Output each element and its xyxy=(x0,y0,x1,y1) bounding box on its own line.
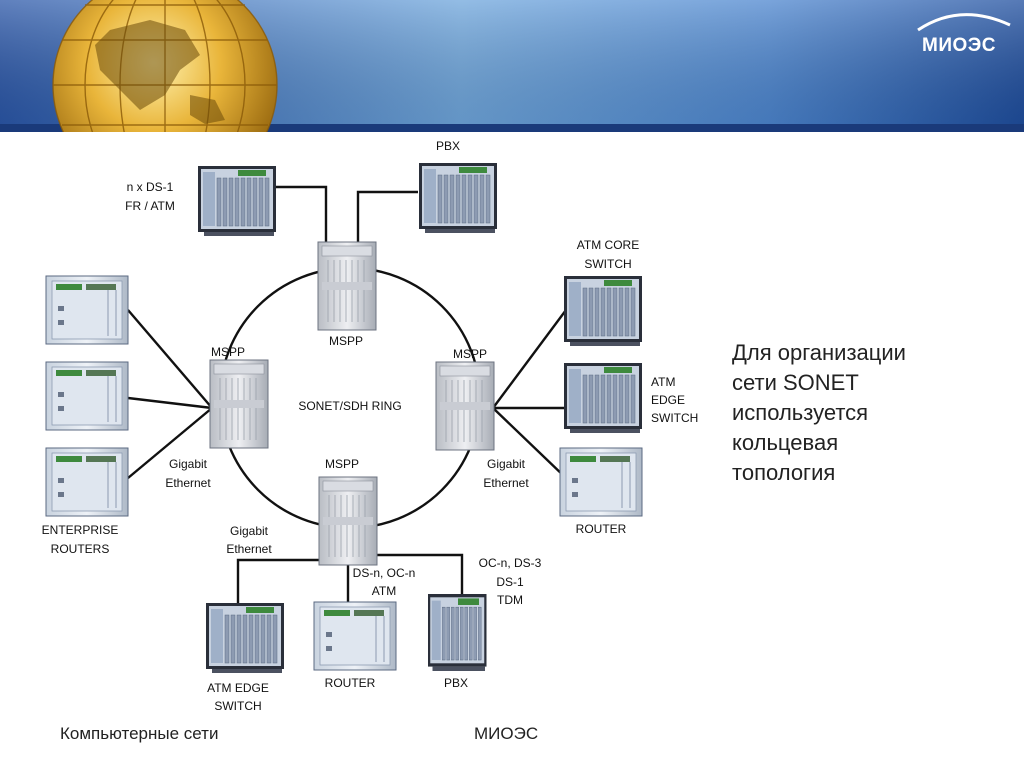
enterprise-router-3 xyxy=(45,447,129,517)
atm-edge-right-label-line3: SWITCH xyxy=(651,411,698,425)
enterprise-router-2 xyxy=(45,361,129,431)
mspp-node-right xyxy=(435,361,495,451)
atm-edge-right-label-line1: ATM xyxy=(651,375,675,389)
enterprise-label-line1: ENTERPRISE xyxy=(42,523,119,537)
enterprise-router-1 xyxy=(45,275,129,345)
dsn-label-line2: ATM xyxy=(372,584,396,598)
footer-course-title: Компьютерные сети xyxy=(60,724,219,743)
atm-edge-bottom-label-line2: SWITCH xyxy=(214,699,261,713)
header-graphic xyxy=(0,0,1024,132)
description-line: Для организации xyxy=(732,340,906,365)
mspp-node-top xyxy=(317,241,377,331)
ds1-switch-device xyxy=(197,165,277,237)
header-banner: МИОЭС xyxy=(0,0,1024,132)
atm-edge-bottom-label-line1: ATM EDGE xyxy=(207,681,269,695)
mspp-bottom-label: MSPP xyxy=(325,457,359,471)
brand-arc-icon xyxy=(917,13,1011,32)
topology-description: Для организации сети SONET используется … xyxy=(732,338,992,488)
router-bottom-label: ROUTER xyxy=(325,676,376,690)
ocn-label-line1: OC-n, DS-3 xyxy=(479,556,542,570)
gige-right-line2: Ethernet xyxy=(483,476,529,490)
connection-lines xyxy=(127,185,567,604)
router-bottom-device xyxy=(313,601,397,671)
description-line: кольцевая xyxy=(732,430,839,455)
router-right-device xyxy=(559,447,643,517)
gige-right-line1: Gigabit xyxy=(487,457,526,471)
ocn-label-line2: DS-1 xyxy=(496,575,524,589)
footer-organization: МИОЭС xyxy=(474,724,539,743)
brand-logo-text: МИОЭС xyxy=(922,35,997,56)
mspp-right-label: MSPP xyxy=(453,347,487,361)
gige-left-line1: Gigabit xyxy=(169,457,208,471)
dsn-label-line1: DS-n, OC-n xyxy=(353,566,416,580)
ds1-label-line2: FR / ATM xyxy=(125,199,175,213)
atm-core-switch-device xyxy=(563,275,643,347)
mspp-top-label: MSPP xyxy=(329,334,363,348)
enterprise-label-line2: ROUTERS xyxy=(51,542,110,556)
atm-edge-switch-right-device xyxy=(563,362,643,434)
atm-edge-right-label-line2: EDGE xyxy=(651,393,685,407)
description-line: сети SONET xyxy=(732,370,859,395)
ring-label: SONET/SDH RING xyxy=(298,399,401,413)
mspp-left-label: MSPP xyxy=(211,345,245,359)
pbx-top-device xyxy=(418,162,498,234)
ds1-label-line1: n x DS-1 xyxy=(127,180,174,194)
mspp-node-left xyxy=(209,359,269,449)
pbx-bottom-device xyxy=(427,593,488,672)
atm-core-label-line1: ATM CORE xyxy=(577,238,639,252)
globe-icon xyxy=(52,0,278,132)
gige-left-line2: Ethernet xyxy=(165,476,211,490)
router-right-label: ROUTER xyxy=(576,522,627,536)
mspp-node-bottom xyxy=(318,476,378,566)
pbx-bottom-label: PBX xyxy=(444,676,468,690)
description-line: топология xyxy=(732,460,836,485)
pbx-top-label: PBX xyxy=(436,139,460,153)
gige-bottom-line1: Gigabit xyxy=(230,524,269,538)
ocn-label-line3: TDM xyxy=(497,593,523,607)
description-line: используется xyxy=(732,400,869,425)
gige-bottom-line2: Ethernet xyxy=(226,542,272,556)
atm-edge-switch-bottom-device xyxy=(205,602,285,674)
atm-core-label-line2: SWITCH xyxy=(584,257,631,271)
